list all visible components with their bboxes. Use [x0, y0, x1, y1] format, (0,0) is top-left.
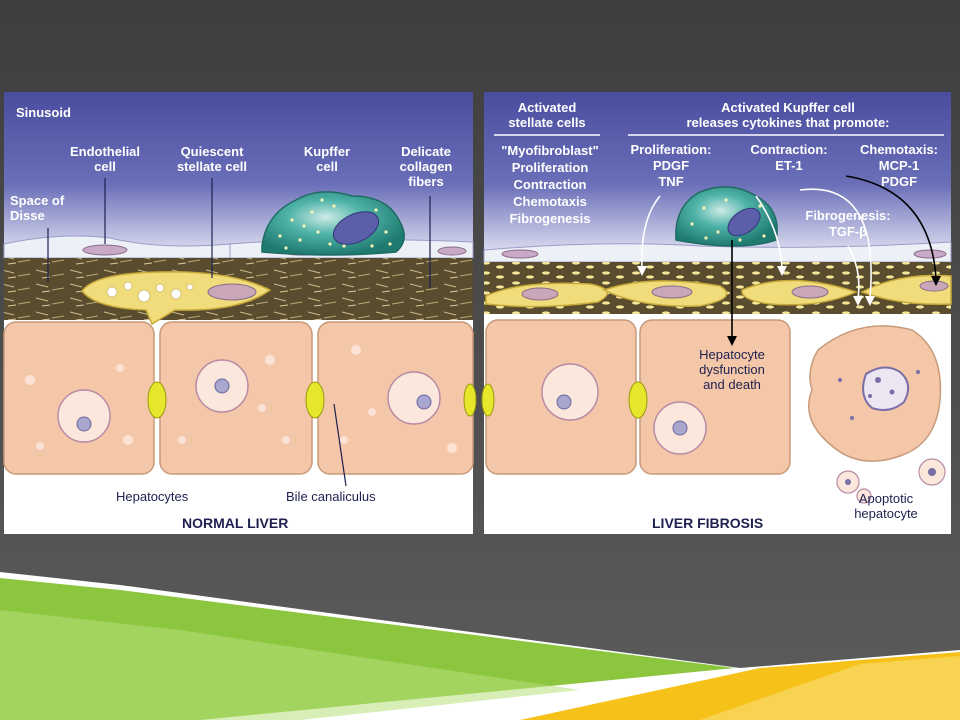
bile-canaliculus — [147, 381, 477, 419]
liver-fibrosis-title: LIVER FIBROSIS — [652, 515, 764, 531]
bile-canaliculus — [628, 381, 648, 419]
liver-fibrosis-panel — [481, 92, 952, 534]
endothelial-nucleus — [82, 244, 128, 256]
cytokine-arrows — [641, 188, 872, 299]
fibrogenesis-label: Fibrogenesis:TGF-β — [805, 208, 891, 239]
endothelial-lining — [483, 241, 952, 263]
bile-canaliculus — [481, 383, 495, 417]
normal-liver-title: NORMAL LIVER — [182, 515, 289, 531]
hepatocytes-label: Hepatocytes — [116, 489, 189, 504]
slide-accent-stripes — [0, 572, 960, 720]
bile-canaliculus-label: Bile canaliculus — [286, 489, 376, 504]
activated-kupffer-cell — [675, 186, 778, 247]
sinusoid-label: Sinusoid — [16, 105, 71, 120]
contraction-label: Contraction:ET-1 — [750, 142, 828, 173]
normal-leader-lines — [47, 178, 431, 487]
normal-liver-panel — [3, 92, 477, 534]
myofibroblast-list: "Myofibroblast"Proliferation Contraction… — [501, 143, 599, 226]
kupffer-cell — [261, 191, 405, 256]
dysfunctional-hepatocyte — [639, 319, 791, 475]
